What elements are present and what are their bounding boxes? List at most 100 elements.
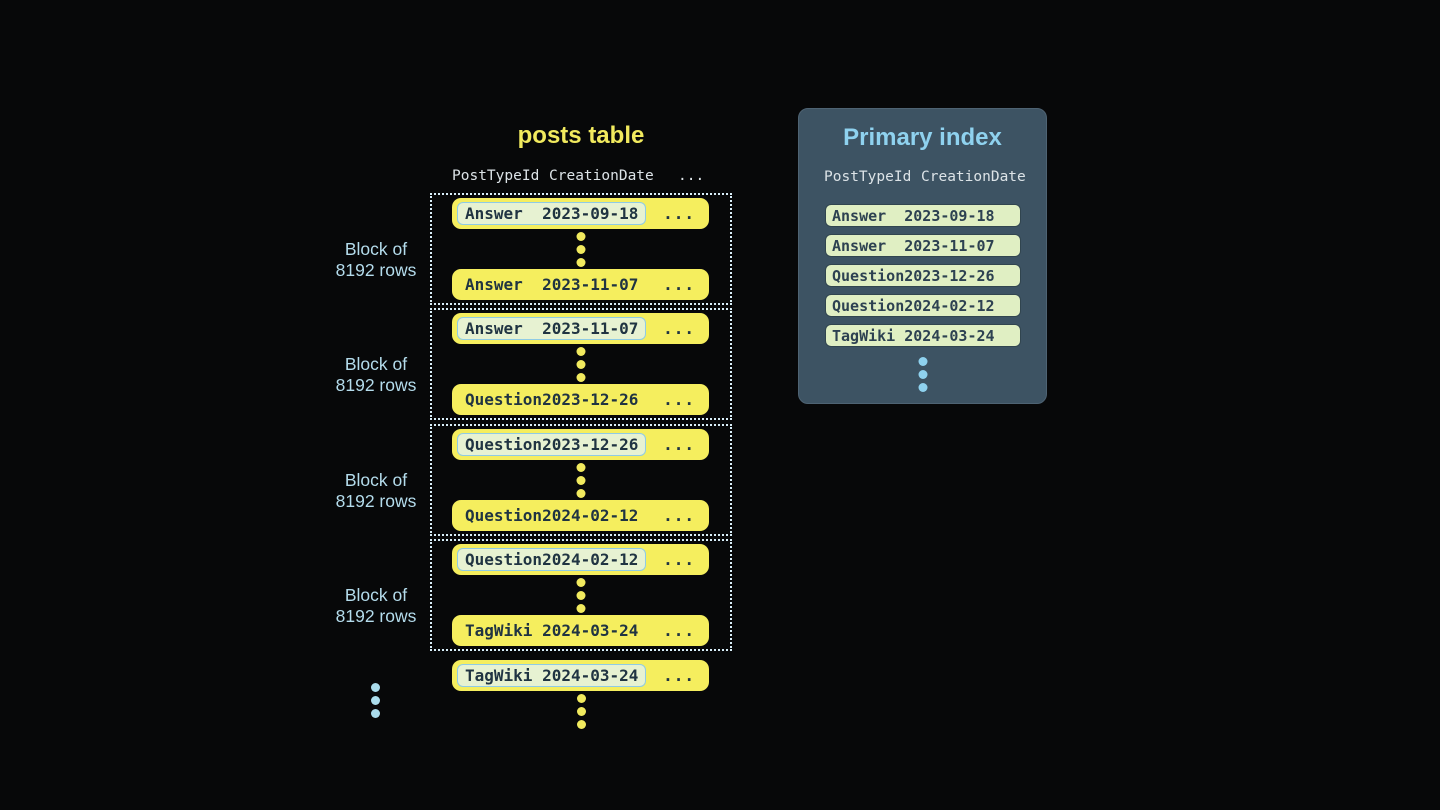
- highlighted-cell: Answer 2023-09-18: [457, 202, 647, 225]
- block-label-line2: 8192 rows: [335, 491, 417, 511]
- creation-date: 2024-03-24: [904, 326, 995, 345]
- dot: [918, 357, 927, 366]
- block-label-line1: Block of: [344, 354, 408, 374]
- dot: [576, 258, 586, 267]
- post-type: Answer: [832, 206, 887, 225]
- posts-column-posttypeid: PostTypeId: [452, 168, 540, 184]
- row-ellipsis: ...: [663, 550, 695, 569]
- block-3-label: Block of 8192 rows: [300, 470, 452, 512]
- post-type: Question: [465, 390, 543, 409]
- row-ellipsis: ...: [663, 621, 695, 640]
- primary-index-panel: Primary index PostTypeId CreationDate An…: [798, 108, 1047, 404]
- row-ellipsis: ...: [663, 319, 695, 338]
- post-type: Question: [465, 435, 543, 454]
- block-label-line2: 8192 rows: [335, 606, 417, 626]
- block-4-label: Block of 8192 rows: [300, 585, 452, 627]
- creation-date: 2023-09-18: [542, 204, 639, 223]
- dot: [918, 383, 927, 392]
- more-rows-dots: [577, 694, 586, 729]
- post-type: Answer: [465, 319, 523, 338]
- posts-column-creationdate: CreationDate: [549, 168, 654, 184]
- highlighted-cell: Answer 2023-11-07: [457, 317, 647, 340]
- post-type: Answer: [465, 275, 523, 294]
- hidden-rows-dots: [576, 232, 586, 267]
- block-label-line1: Block of: [344, 585, 408, 605]
- dot: [371, 683, 380, 692]
- dot: [371, 696, 380, 705]
- creation-date: 2024-03-24: [542, 621, 639, 640]
- index-row-5: TagWiki 2024-03-24: [825, 324, 1021, 347]
- post-type: TagWiki: [465, 666, 533, 685]
- dot: [576, 245, 586, 254]
- dot: [576, 489, 586, 498]
- hidden-rows-dots: [576, 463, 586, 498]
- creation-date: 2023-12-26: [904, 266, 995, 285]
- index-row-1: Answer 2023-09-18: [825, 204, 1021, 227]
- primary-index-title: Primary index: [843, 124, 1002, 151]
- creation-date: 2023-11-07: [542, 319, 639, 338]
- more-index-rows-dots: [918, 357, 927, 392]
- row-ellipsis: ...: [663, 666, 695, 685]
- block-label-line2: 8192 rows: [335, 375, 417, 395]
- creation-date: 2023-12-26: [542, 435, 639, 454]
- block-label-line2: 8192 rows: [335, 260, 417, 280]
- more-blocks-dots: [371, 683, 380, 718]
- posts-table-title: posts table: [517, 122, 645, 149]
- creation-date: 2023-09-18: [904, 206, 995, 225]
- post-type: Question: [465, 550, 543, 569]
- creation-date: 2023-11-07: [904, 236, 995, 255]
- dot: [577, 720, 586, 729]
- cell: Answer 2023-11-07: [457, 273, 646, 296]
- block-1-first-row: Answer 2023-09-18 ...: [452, 198, 709, 229]
- block-1-label: Block of 8192 rows: [300, 239, 452, 281]
- creation-date: 2024-02-12: [542, 506, 639, 525]
- creation-date: 2023-12-26: [542, 390, 639, 409]
- row-ellipsis: ...: [663, 204, 695, 223]
- dot: [576, 604, 586, 613]
- creation-date: 2024-02-12: [542, 550, 639, 569]
- dot: [371, 709, 380, 718]
- post-type: TagWiki: [832, 326, 896, 345]
- dot: [576, 232, 586, 241]
- row-ellipsis: ...: [663, 390, 695, 409]
- row-ellipsis: ...: [663, 275, 695, 294]
- dot: [918, 370, 927, 379]
- row-ellipsis: ...: [663, 506, 695, 525]
- dot: [576, 373, 586, 382]
- dot: [576, 578, 586, 587]
- block-1: Answer 2023-09-18 ... Answer 2023-11-07 ..…: [430, 193, 732, 305]
- post-type: Question: [465, 506, 543, 525]
- dot: [576, 463, 586, 472]
- post-type: Question: [832, 266, 905, 285]
- dot: [576, 360, 586, 369]
- posts-column-more: ...: [678, 168, 705, 184]
- block-2-first-row: Answer 2023-11-07 ...: [452, 313, 709, 344]
- block-2-label: Block of 8192 rows: [300, 354, 452, 396]
- creation-date: 2024-02-12: [904, 296, 995, 315]
- index-column-creationdate: CreationDate: [921, 169, 1026, 185]
- dot: [576, 347, 586, 356]
- block-label-line1: Block of: [344, 239, 408, 259]
- dot: [576, 476, 586, 485]
- dot: [577, 694, 586, 703]
- post-type: Answer: [465, 204, 523, 223]
- creation-date: 2023-11-07: [542, 275, 639, 294]
- row-ellipsis: ...: [663, 435, 695, 454]
- post-type: Question: [832, 296, 905, 315]
